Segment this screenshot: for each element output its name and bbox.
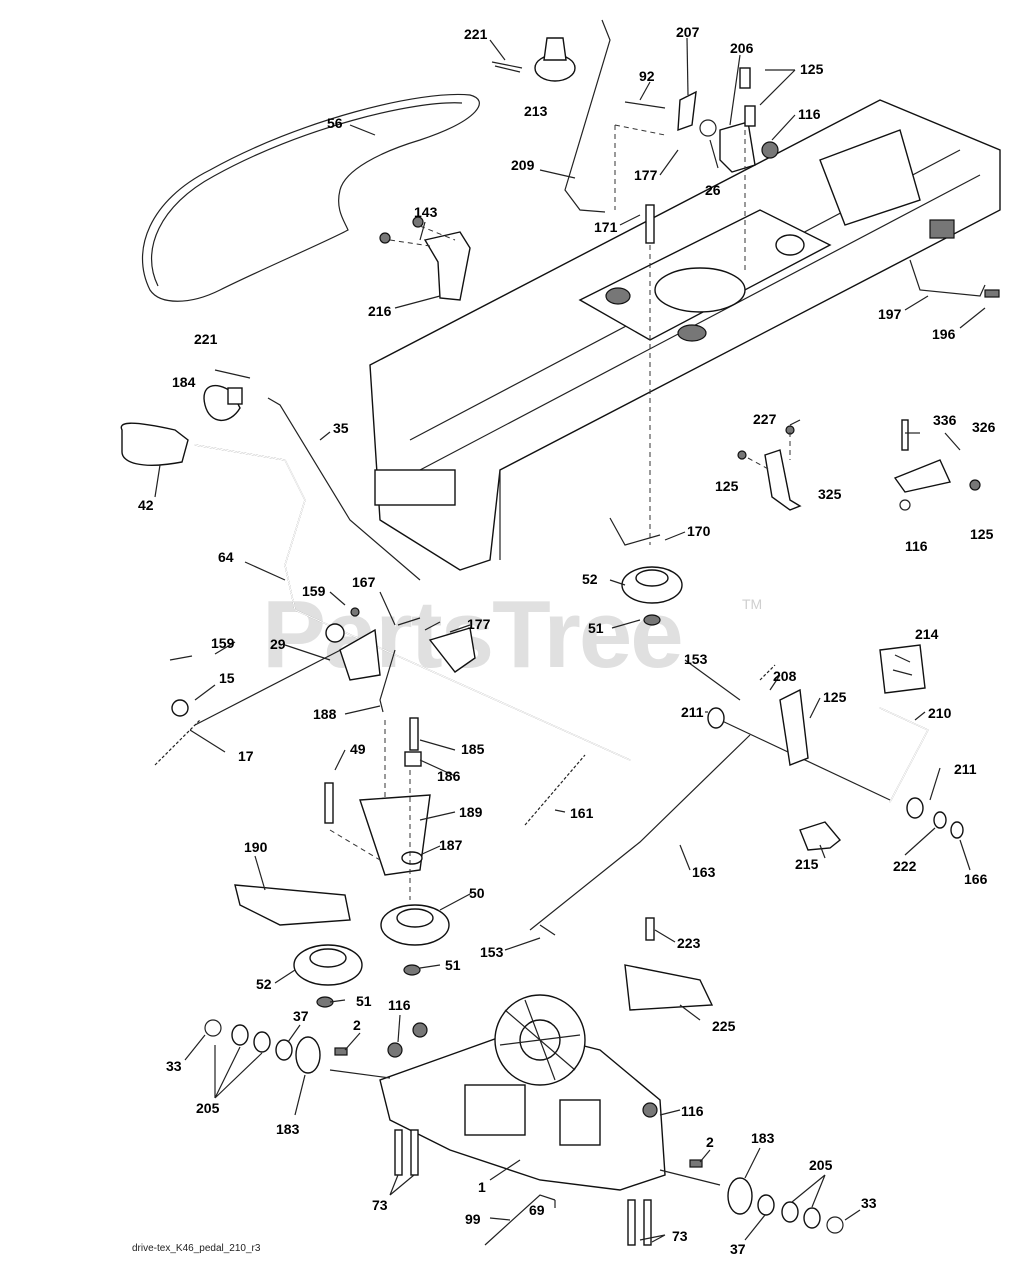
trademark: TM [742,596,763,612]
callout-label: 196 [932,326,956,342]
callout-label: 177 [634,167,658,183]
callout-label: 206 [730,40,754,56]
drive-belt [141,93,480,302]
callout-label: 177 [467,616,491,632]
callout-label: 56 [327,115,343,131]
callout-label: 64 [218,549,234,565]
callout-label: 92 [639,68,655,84]
callout-label: 2 [353,1017,361,1033]
callout-label: 37 [730,1241,746,1257]
callout-label: 125 [970,526,994,542]
callout-label: 225 [712,1018,736,1034]
callout-label: 116 [905,538,928,554]
callout-label: 215 [795,856,819,872]
callout-label: 209 [511,157,535,173]
callout-label: 50 [469,885,485,901]
callout-label: 205 [809,1157,833,1173]
callout-label: 17 [238,748,254,764]
callout-label: 183 [276,1121,300,1137]
callout-label: 188 [313,706,337,722]
callout-label: 143 [414,204,438,220]
callout-label: 326 [972,419,996,435]
callout-label: 183 [751,1130,775,1146]
callout-label: 167 [352,574,376,590]
callout-label: 184 [172,374,196,390]
callout-label: 125 [715,478,739,494]
callout-label: 166 [964,871,988,887]
callout-label: 213 [524,103,548,119]
callout-label: 33 [166,1058,182,1074]
callout-label: 186 [437,768,461,784]
callout-label: 223 [677,935,701,951]
callout-label: 49 [350,741,366,757]
callout-label: 227 [753,411,777,427]
callout-label: 221 [464,26,488,42]
callout-label: 153 [480,944,504,960]
callout-label: 29 [270,636,286,652]
callout-label: 26 [705,182,721,198]
callout-label: 33 [861,1195,877,1211]
callout-label: 159 [302,583,326,599]
callout-label: 51 [445,957,461,973]
callout-label: 336 [933,412,957,428]
callout-label: 116 [681,1103,704,1119]
callout-label: 73 [672,1228,688,1244]
callout-label: 211 [681,704,704,720]
callout-label: 205 [196,1100,220,1116]
callout-label: 221 [194,331,218,347]
callout-label: 170 [687,523,711,539]
callout-label: 197 [878,306,902,322]
callout-label: 185 [461,741,485,757]
drawing-caption: drive-tex_K46_pedal_210_r3 [132,1243,261,1254]
callout-label: 125 [800,61,824,77]
callout-label: 163 [692,864,716,880]
callout-label: 116 [388,997,411,1013]
callout-label: 125 [823,689,847,705]
callout-label: 159 [211,635,235,651]
callout-label: 211 [954,761,977,777]
callout-label: 2 [706,1134,714,1150]
callout-label: 1 [478,1179,486,1195]
mower-frame [369,99,1001,571]
callout-label: 190 [244,839,268,855]
callout-label: 171 [594,219,618,235]
callout-label: 210 [928,705,952,721]
callout-label: 116 [798,106,821,122]
callout-label: 51 [356,993,372,1009]
callout-label: 216 [368,303,392,319]
callout-label: 69 [529,1202,545,1218]
callout-label: 325 [818,486,842,502]
callout-label: 52 [582,571,598,587]
callout-label: 207 [676,24,700,40]
callout-label: 73 [372,1197,388,1213]
callout-label: 161 [570,805,594,821]
callout-label: 189 [459,804,483,820]
callout-label: 214 [915,626,939,642]
callout-label: 51 [588,620,604,636]
callout-label: 222 [893,858,917,874]
callout-label: 15 [219,670,235,686]
callout-label: 153 [684,651,708,667]
callout-label: 187 [439,837,463,853]
transaxle [329,994,721,1191]
callout-label: 52 [256,976,272,992]
callout-label: 99 [465,1211,481,1227]
callout-label: 42 [138,497,154,513]
callout-label: 35 [333,420,349,436]
callout-label: 37 [293,1008,309,1024]
callout-label: 208 [773,668,797,684]
